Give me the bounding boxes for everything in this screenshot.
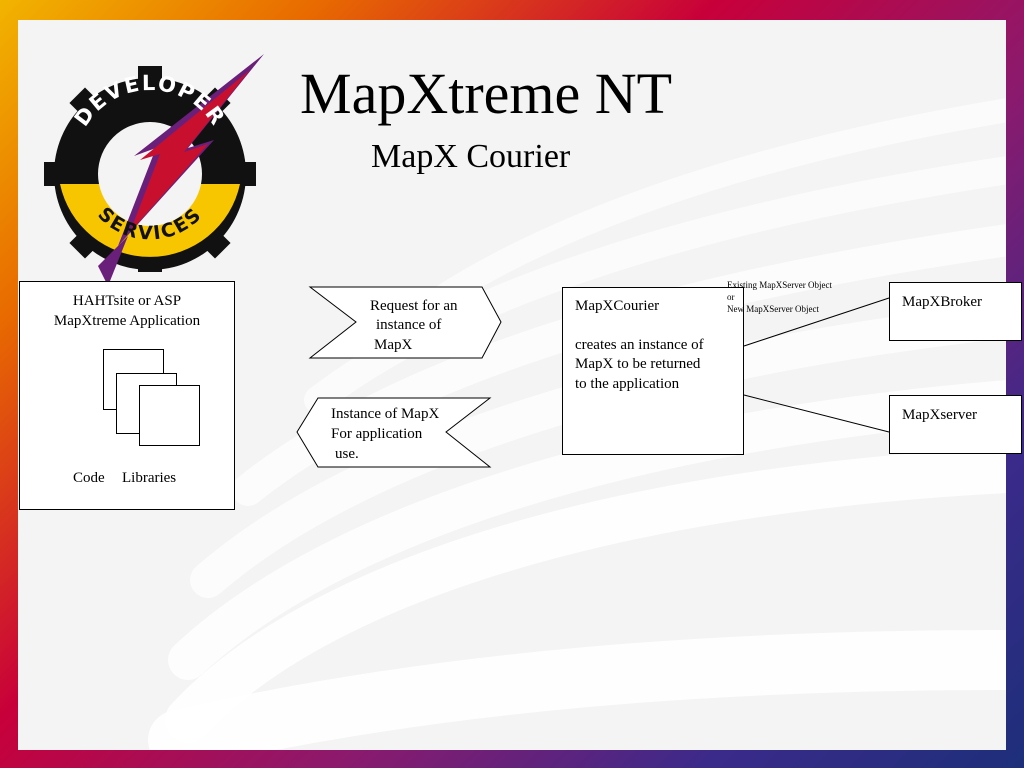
request-arrow-line1: Request for an <box>370 298 458 314</box>
application-box-line1: HAHTsite or ASP <box>72 293 182 309</box>
application-box-line2: MapXtreme Application <box>53 313 201 329</box>
connector-note-line2: or <box>727 292 735 302</box>
response-arrow-line2: For application <box>331 426 423 442</box>
lightning-bolt-icon <box>98 54 264 286</box>
developer-services-logo: DEVELOPER SERVICES <box>44 54 264 286</box>
connector-note-line1: Existing MapXServer Object <box>727 280 832 290</box>
code-label: Code <box>73 470 105 486</box>
request-arrow-line2: instance of <box>376 317 442 333</box>
request-arrow-line3: MapX <box>374 337 413 353</box>
mapx-server-box: MapXserver <box>889 395 1022 454</box>
courier-box-title: MapXCourier <box>575 298 660 314</box>
broker-box-label: MapXBroker <box>902 294 982 310</box>
application-box: HAHTsite or ASP MapXtreme Application Co… <box>19 281 235 510</box>
connector-note-line3: New MapXServer Object <box>727 304 819 314</box>
response-arrow-line1: Instance of MapX <box>331 406 440 422</box>
slide-canvas: MapXtreme NT MapX Courier <box>18 20 1006 750</box>
courier-box-line2: MapX to be returned <box>575 356 701 372</box>
code-library-page-3 <box>139 385 200 446</box>
courier-box-line3: to the application <box>575 376 680 392</box>
courier-box-line1: creates an instance of <box>575 337 704 353</box>
server-box-label: MapXserver <box>902 407 977 423</box>
response-arrow-line3: use. <box>335 446 359 462</box>
slide-subtitle: MapX Courier <box>371 138 571 175</box>
mapx-courier-box: MapXCourier creates an instance of MapX … <box>562 287 744 455</box>
slide-title: MapXtreme NT <box>300 61 673 126</box>
mapx-broker-box: MapXBroker <box>889 282 1022 341</box>
libraries-label: Libraries <box>122 470 177 486</box>
